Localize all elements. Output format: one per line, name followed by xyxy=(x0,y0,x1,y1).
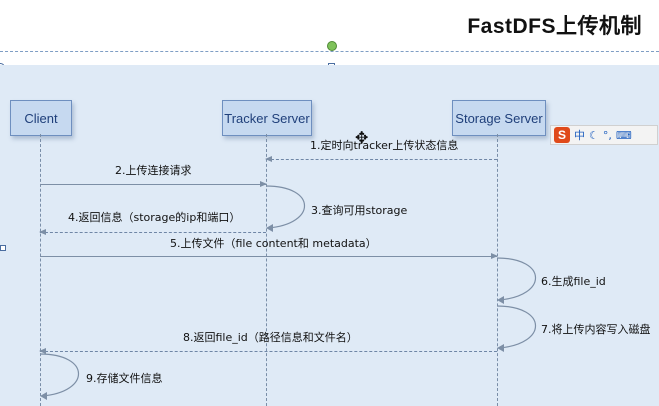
keyboard-icon[interactable]: ⌨ xyxy=(615,128,632,142)
message-7-label: 7.将上传内容写入磁盘 xyxy=(541,323,651,336)
moon-icon[interactable]: ☾ xyxy=(589,128,599,142)
message-7-selfloop xyxy=(496,305,537,352)
message-9-selfloop xyxy=(39,353,80,400)
actor-storage: Storage Server xyxy=(452,100,546,136)
message-3-label: 3.查询可用storage xyxy=(311,204,408,217)
message-1-label: 1.定时向tracker上传状态信息 xyxy=(310,139,459,152)
rotate-handle[interactable] xyxy=(327,41,337,51)
lifeline-client xyxy=(40,134,41,406)
ime-chinese-mode[interactable]: 中 xyxy=(574,129,585,142)
selection-top-border xyxy=(0,51,659,53)
message-1-arrow xyxy=(265,156,497,162)
page-title: FastDFS上传机制 xyxy=(467,15,642,38)
message-6-label: 6.生成file_id xyxy=(541,275,606,288)
actor-tracker: Tracker Server xyxy=(222,100,312,136)
lifeline-tracker xyxy=(266,134,267,406)
actor-client: Client xyxy=(10,100,72,136)
message-8-arrow xyxy=(39,348,497,354)
actor-client-label: Client xyxy=(24,110,58,126)
message-9-label: 9.存储文件信息 xyxy=(86,372,163,385)
actor-tracker-label: Tracker Server xyxy=(224,110,310,126)
message-5-label: 5.上传文件（file content和 metadata） xyxy=(170,237,377,250)
message-6-selfloop xyxy=(496,257,537,304)
message-2-arrow xyxy=(40,181,267,187)
message-5-arrow xyxy=(40,253,498,259)
resize-handle-side[interactable] xyxy=(0,245,6,251)
punctuation-icon[interactable]: °, xyxy=(602,128,612,142)
message-2-label: 2.上传连接请求 xyxy=(115,164,192,177)
diagram-canvas xyxy=(0,65,659,406)
message-4-label: 4.返回信息（storage的ip和端口） xyxy=(68,211,241,224)
message-8-label: 8.返回file_id（路径信息和文件名） xyxy=(183,331,358,344)
sogou-logo-icon[interactable]: S xyxy=(554,127,570,143)
message-3-selfloop xyxy=(265,185,306,232)
actor-storage-label: Storage Server xyxy=(455,110,543,126)
lifeline-storage xyxy=(497,134,498,406)
move-cursor-icon: ✥ xyxy=(355,128,369,147)
ime-toolbar[interactable]: S 中 ☾ °, ⌨ xyxy=(550,125,658,145)
message-4-arrow xyxy=(39,229,266,235)
